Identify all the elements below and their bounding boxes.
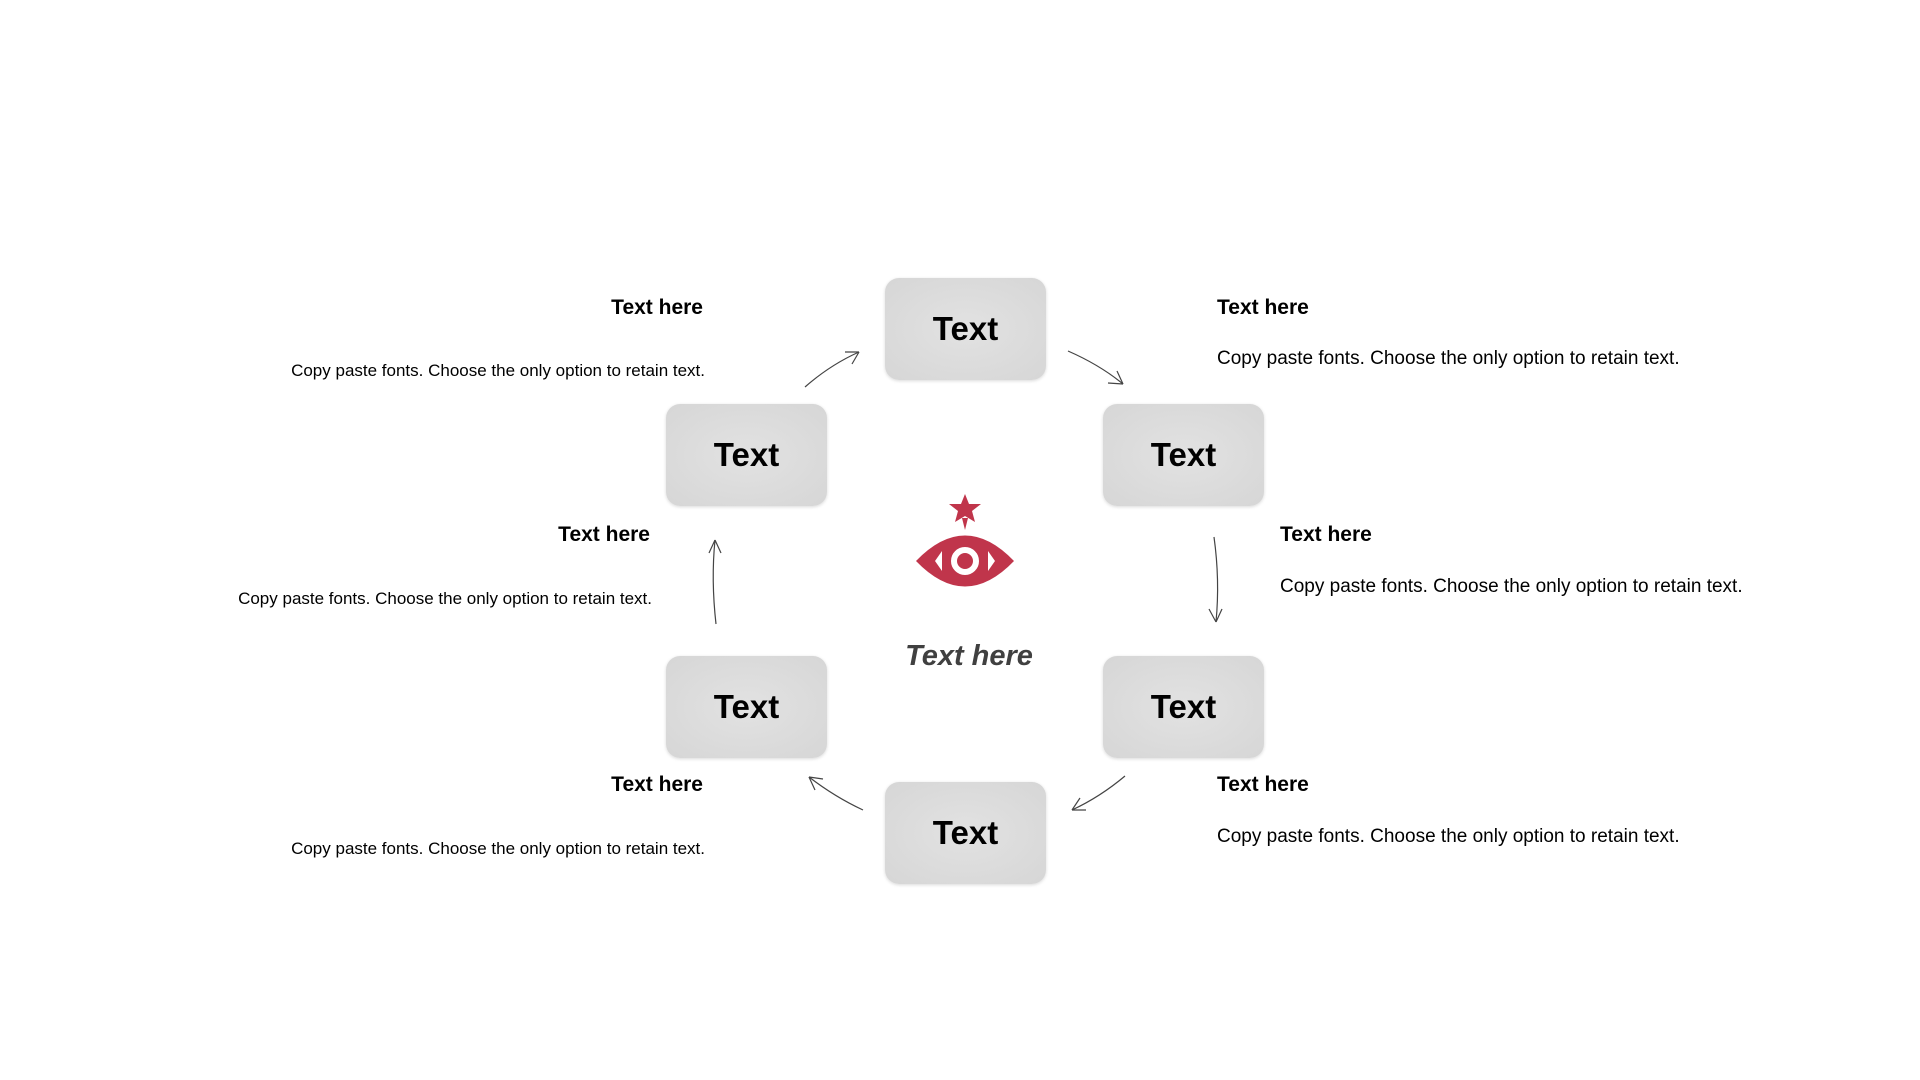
label-desc: Copy paste fonts. Choose the only option… [1217, 826, 1680, 847]
label-desc: Copy paste fonts. Choose the only option… [1280, 576, 1743, 597]
label-desc: Copy paste fonts. Choose the only option… [238, 589, 652, 608]
label-title: Text here [611, 773, 703, 796]
label-desc: Copy paste fonts. Choose the only option… [1217, 348, 1680, 369]
step-box-upper-left: Text [666, 404, 827, 506]
arrow-icon [1067, 350, 1124, 385]
arrow-icon [1071, 775, 1126, 811]
label-desc: Copy paste fonts. Choose the only option… [291, 361, 705, 380]
step-box-upper-right: Text [1103, 404, 1264, 506]
arrow-icon [804, 351, 860, 388]
step-box-top: Text [885, 278, 1046, 380]
step-box-bottom: Text [885, 782, 1046, 884]
label-title: Text here [1217, 773, 1309, 796]
arrow-icon [808, 776, 864, 811]
eye-star-icon [916, 494, 1014, 587]
center-label: Text here [905, 640, 1033, 672]
arrow-icon [1208, 536, 1223, 623]
step-box-lower-right: Text [1103, 656, 1264, 758]
label-title: Text here [611, 296, 703, 319]
label-desc: Copy paste fonts. Choose the only option… [291, 839, 705, 858]
label-title: Text here [558, 523, 650, 546]
arrow-icon [708, 539, 722, 625]
label-title: Text here [1217, 296, 1309, 319]
step-box-lower-left: Text [666, 656, 827, 758]
label-title: Text here [1280, 523, 1372, 546]
